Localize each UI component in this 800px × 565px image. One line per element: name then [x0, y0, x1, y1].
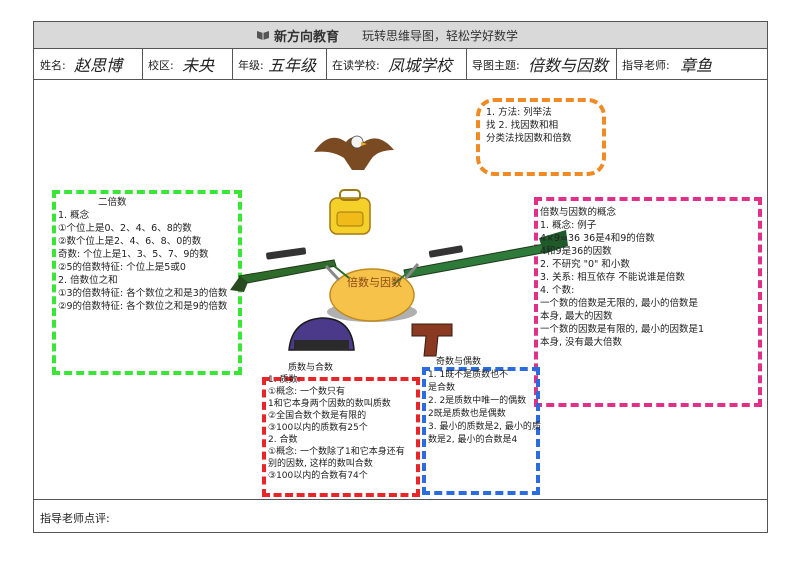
slogan: 玩转思维导图，轻松学好数学 [362, 29, 519, 43]
left-line: 奇数: 个位上是1、3、5、7、9的数 [58, 249, 209, 260]
helmet-icon [288, 317, 355, 351]
footer-comment-row: 指导老师点评: [34, 499, 767, 532]
right-branch-text: 倍数与因数的概念 1. 概念: 例子 4×9=36 36是4和9的倍数 4和9是… [540, 206, 704, 349]
bottom-right-line: 是合数 [428, 383, 456, 393]
backpack-icon [329, 189, 371, 235]
bottom-left-branch-title: 质数与合数 [288, 363, 334, 373]
right-line: 4×9=36 36是4和9的倍数 [540, 233, 655, 244]
bottom-left-line: 1和它本身两个因数的数叫质数 [268, 399, 391, 409]
mind-map-area: 倍数与因数 1. 方法: 列举法 找 2. 找因数和相 分类法找因数和倍数 二倍… [34, 80, 767, 498]
topic-label: 导图主题: [472, 59, 520, 72]
left-line: ②9的倍数特征: 各个数位之和是9的倍数 [58, 301, 228, 312]
right-line: 本身, 没有最大倍数 [540, 337, 623, 348]
right-line: 2. 不研究 "0" 和小数 [540, 259, 630, 270]
info-row: 姓名: 赵思博 校区: 未央 年级: 五年级 在读学校: 凤城学校 导图主题: … [34, 49, 767, 80]
grade-label: 年级: [238, 59, 264, 72]
left-line: 2. 倍数位之和 [58, 275, 118, 286]
right-line: 4和9是36的因数 [540, 246, 612, 257]
center-topic: 倍数与因数 [347, 276, 402, 289]
right-branch-title: 倍数与因数的概念 [540, 207, 617, 218]
name-cell: 姓名: 赵思博 [34, 49, 143, 79]
bottom-left-line: ①概念: 一个数只有 [268, 387, 345, 397]
right-line: 3. 关系: 相互依存 不能说谁是倍数 [540, 272, 685, 283]
left-line: 1. 概念 [58, 210, 90, 221]
grade-value: 五年级 [268, 56, 317, 75]
bottom-right-line: 2既是质数也是偶数 [428, 409, 506, 419]
left-line: ②5的倍数特征: 个位上是5或0 [58, 262, 186, 273]
right-rifle-icon [403, 230, 568, 279]
roast-chicken-icon [324, 263, 420, 322]
blue-frame [422, 367, 540, 495]
bottom-right-line: 3. 最小的质数是2, 最小的质 [428, 422, 541, 432]
bottom-left-line: ③100以内的合数有74个 [268, 471, 368, 481]
grade-cell: 年级: 五年级 [232, 49, 327, 79]
left-rifle-icon [230, 247, 337, 292]
header-bar: 新方向教育 玩转思维导图，轻松学好数学 [34, 22, 767, 49]
school-cell: 在读学校: 凤城学校 [326, 49, 467, 79]
right-line: 1. 概念: 例子 [540, 220, 597, 231]
mind-map-drawing [230, 135, 568, 357]
right-line: 一个数的因数是有限的, 最小的因数是1 [540, 324, 705, 335]
top-branch-text: 1. 方法: 列举法 找 2. 找因数和相 分类法找因数和倍数 [486, 106, 572, 145]
bottom-left-line: ②全国合数个数是有限的 [268, 411, 367, 421]
bottom-right-branch-title: 奇数与偶数 [436, 357, 482, 367]
right-line: 本身, 最大的因数 [540, 311, 613, 322]
worksheet: 新方向教育 玩转思维导图，轻松学好数学 姓名: 赵思博 校区: 未央 年级: 五… [33, 21, 768, 533]
name-value: 赵思博 [74, 56, 123, 75]
campus-value: 未央 [182, 56, 215, 75]
brand-name: 新方向教育 [274, 30, 340, 45]
topic-cell: 导图主题: 倍数与因数 [466, 49, 617, 79]
right-line: 4. 个数: [540, 285, 575, 296]
bottom-right-line: 1. 1既不是质数也不 [428, 370, 509, 380]
left-branch-text: 二倍数 1. 概念 ①个位上是0、2、4、6、8的数 ②数个位上是2、4、6、8… [58, 196, 227, 313]
comment-label: 指导老师点评: [40, 512, 110, 525]
left-line: ②数个位上是2、4、6、8、0的数 [58, 236, 202, 247]
topic-value: 倍数与因数 [528, 56, 609, 75]
campus-label: 校区: [148, 59, 174, 72]
school-value: 凤城学校 [388, 56, 453, 75]
bottom-left-line: 别的因数, 这样的数叫合数 [268, 459, 373, 469]
campus-cell: 校区: 未央 [142, 49, 233, 79]
left-branch-title: 二倍数 [98, 197, 127, 208]
bottom-left-line: ③100以内的质数有25个 [268, 423, 368, 433]
bottom-right-line: 2. 2是质数中唯一的偶数 [428, 396, 527, 406]
name-label: 姓名: [40, 59, 66, 72]
orange-frame [476, 98, 606, 176]
bottom-right-branch-text: 奇数与偶数 1. 1既不是质数也不 是合数 2. 2是质数中唯一的偶数 2既是质… [428, 356, 541, 447]
top-line: 分类法找因数和倍数 [486, 133, 572, 144]
book-logo-icon [257, 31, 269, 40]
bottom-left-line: 1. 质数: [268, 375, 301, 385]
bottom-left-line: 2. 合数 [268, 435, 298, 445]
pistol-icon [411, 323, 453, 357]
right-line: 一个数的倍数是无限的, 最小的倍数是 [540, 298, 699, 309]
left-line: ①个位上是0、2、4、6、8的数 [58, 223, 192, 234]
bottom-right-line: 数是2, 最小的合数是4 [428, 435, 518, 445]
bottom-left-branch-text: 质数与合数 1. 质数: ①概念: 一个数只有 1和它本身两个因数的数叫质数 ②… [268, 362, 405, 482]
eagle-icon [314, 135, 394, 170]
left-line: ①3的倍数特征: 各个数位之和是3的倍数 [58, 288, 228, 299]
school-label: 在读学校: [332, 59, 380, 72]
teacher-label: 指导老师: [622, 59, 670, 72]
teacher-cell: 指导老师: 章鱼 [616, 49, 766, 79]
teacher-value: 章鱼 [680, 56, 713, 75]
bottom-left-line: ①概念: 一个数除了1和它本身还有 [268, 447, 405, 457]
pink-frame [534, 197, 762, 407]
top-line: 1. 方法: 列举法 [486, 107, 552, 118]
top-line: 找 2. 找因数和相 [486, 120, 559, 131]
red-frame [262, 377, 420, 497]
